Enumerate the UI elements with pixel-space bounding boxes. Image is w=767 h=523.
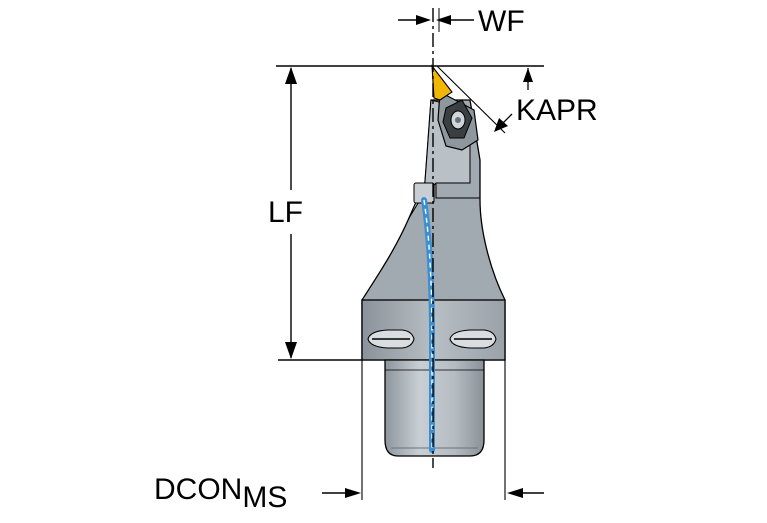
kapr-dimension bbox=[276, 65, 544, 134]
insert-screw bbox=[442, 99, 473, 139]
coolant-channel bbox=[421, 197, 435, 453]
clamp-slot-left bbox=[367, 329, 415, 349]
clamp-slot-right bbox=[449, 329, 497, 349]
lf-label: LF bbox=[268, 196, 303, 229]
seat-line bbox=[435, 183, 480, 199]
dcon-subscript-text: MS bbox=[242, 481, 287, 514]
kapr-label: KAPR bbox=[516, 94, 598, 127]
wf-label: WF bbox=[478, 5, 525, 38]
dcon-main-text: DCON bbox=[154, 473, 242, 506]
dcon-label: DCONMS bbox=[154, 473, 287, 514]
wf-dimension bbox=[398, 8, 474, 32]
dconms-dimension bbox=[322, 360, 544, 500]
lf-dimension bbox=[278, 67, 362, 361]
